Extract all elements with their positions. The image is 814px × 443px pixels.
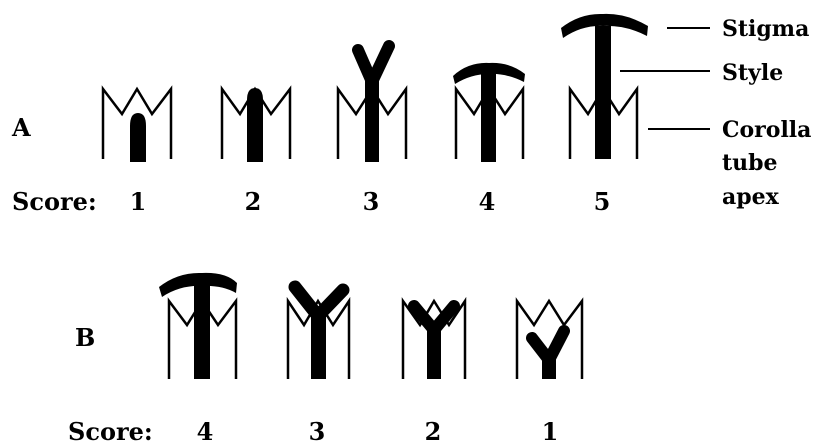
corolla-callout-label-line2: tube [722,150,778,176]
score-b-4: 1 [542,417,559,443]
score-label-a: Score: [12,187,97,216]
stigma-lobes [532,331,564,360]
style-shape [365,78,379,162]
style-shape [247,88,263,162]
flower-a-3 [338,46,406,162]
style-callout-label: Style [722,60,783,86]
score-b-3: 2 [425,417,442,443]
flower-b-4 [517,301,582,379]
style-shape [130,113,146,162]
score-b-1: 4 [197,417,214,443]
score-a-3: 3 [363,187,380,216]
panel-b-label: B [75,323,95,352]
flower-a-4 [453,63,525,162]
flower-a-1 [103,89,171,162]
score-a-5: 5 [594,187,611,216]
style-shape [481,72,496,162]
style-shape [595,26,611,159]
flower-b-3 [403,301,465,379]
panel-a-label: A [11,113,31,142]
score-label-b: Score: [68,417,153,443]
score-b-2: 3 [309,417,326,443]
style-shape [194,285,210,379]
flower-a-5 [561,14,648,159]
corolla-callout-label-line3: apex [722,184,780,210]
stigma-lobes [358,46,389,82]
score-a-4: 4 [479,187,496,216]
score-a-1: 1 [130,187,147,216]
flower-b-2 [288,287,349,379]
stigma-callout-label: Stigma [722,16,809,42]
score-a-2: 2 [245,187,262,216]
flower-b-1 [159,273,237,379]
flower-a-2 [222,88,290,162]
corolla-callout-label-line1: Corolla [722,117,811,143]
